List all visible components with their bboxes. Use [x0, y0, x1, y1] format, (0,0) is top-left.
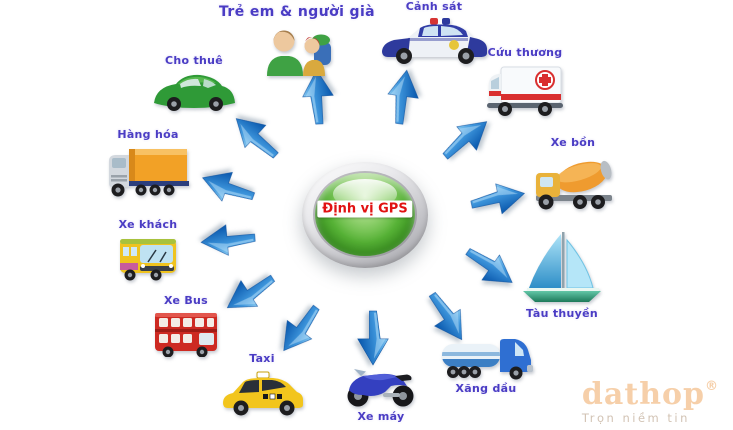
gps-center-button[interactable]: Định vị GPS	[302, 162, 428, 268]
taxi-icon	[223, 371, 303, 416]
registered-mark: ®	[705, 378, 719, 394]
label-xe-bon: Xe bồn	[550, 136, 596, 149]
watermark-brand: dathop	[581, 376, 705, 412]
item-xe-may: Xe máy	[338, 362, 424, 423]
children-elderly-icon	[267, 30, 331, 76]
item-xe-khach: Xe khách	[110, 218, 186, 281]
item-canh-sat: Cảnh sát	[372, 0, 496, 65]
watermark-tagline: Trọn niềm tin	[581, 410, 690, 425]
arrow-to-xe-may	[355, 309, 391, 367]
watermark-brand-line: dathop®	[581, 376, 719, 412]
label-xe-may: Xe máy	[357, 410, 405, 423]
item-cho-thue: Cho thuê	[146, 54, 242, 111]
item-xe-bon: Xe bồn	[526, 136, 620, 211]
arrow-to-xe-bus	[216, 262, 284, 324]
label-canh-sat: Cảnh sát	[405, 0, 463, 13]
label-hang-hoa: Hàng hóa	[117, 128, 179, 141]
arrow-to-hang-hoa	[195, 160, 262, 214]
item-tau-thuyen: Tàu thuyền	[510, 230, 614, 320]
passenger-bus-icon	[120, 239, 176, 281]
gps-label: Định vị GPS	[317, 200, 413, 218]
label-xe-bus: Xe Bus	[163, 294, 209, 307]
label-taxi: Taxi	[249, 352, 275, 365]
sailboat-icon	[522, 232, 601, 302]
arrow-to-xe-bon	[466, 175, 530, 222]
item-hang-hoa: Hàng hóa	[100, 128, 196, 197]
label-tre-em-nguoi-gia: Trẻ em & người già	[218, 4, 376, 20]
arrow-to-xe-khach	[198, 220, 259, 261]
arrow-to-canh-sat	[381, 66, 425, 128]
label-cuu-thuong: Cứu thương	[487, 46, 563, 59]
motorbike-icon	[347, 369, 414, 407]
dathop-logo: dathop® Trọn niềm tin	[581, 376, 719, 425]
label-xe-khach: Xe khách	[118, 218, 178, 231]
label-tau-thuyen: Tàu thuyền	[525, 307, 599, 320]
police-car-icon	[382, 18, 487, 64]
mixer-truck-icon	[536, 160, 612, 210]
ambulance-icon	[487, 66, 563, 116]
double-decker-bus-icon	[155, 313, 217, 357]
label-xang-dau: Xăng dầu	[455, 382, 517, 395]
item-tre-em-nguoi-gia: Trẻ em & người già	[219, 4, 375, 78]
item-cuu-thuong: Cứu thương	[478, 46, 572, 117]
fuel-truck-icon	[441, 339, 533, 380]
item-xe-bus: Xe Bus	[146, 294, 226, 357]
arrow-to-cho-thue	[223, 104, 290, 170]
rental-car-icon	[154, 74, 235, 111]
item-taxi: Taxi	[216, 352, 308, 417]
label-cho-thue: Cho thuê	[164, 54, 224, 67]
cargo-truck-icon	[109, 149, 189, 197]
item-xang-dau: Xăng dầu	[436, 336, 536, 395]
